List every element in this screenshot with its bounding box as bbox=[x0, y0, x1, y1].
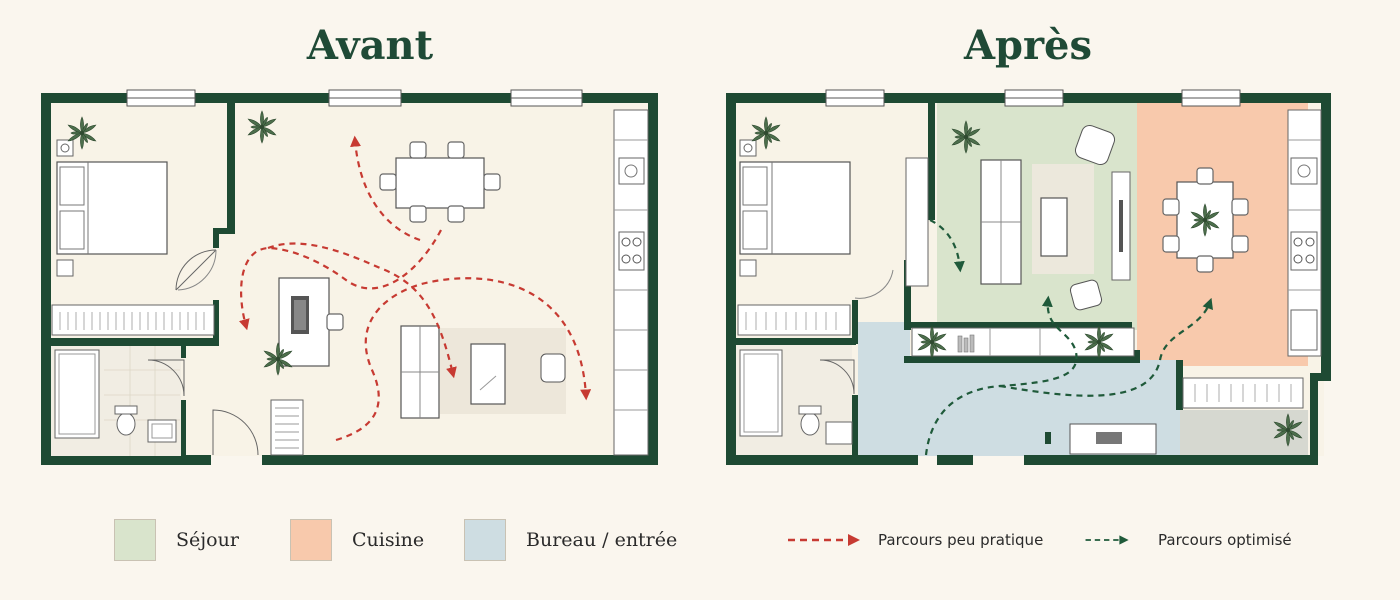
legend-good-route: Parcours optimisé bbox=[1084, 518, 1292, 562]
after-title: Après bbox=[963, 22, 1093, 69]
green-dashed-arrow-icon bbox=[1085, 535, 1129, 545]
floor-plans bbox=[41, 89, 1331, 465]
after-floor-plan bbox=[726, 89, 1331, 465]
before-floor-plan bbox=[41, 89, 658, 465]
legend-label: Parcours optimisé bbox=[1158, 531, 1292, 549]
before-title: Avant bbox=[306, 22, 434, 69]
red-dashed-arrow-icon bbox=[788, 534, 860, 546]
legend-sejour: Séjour bbox=[114, 518, 239, 562]
legend-bureau: Bureau / entrée bbox=[464, 518, 677, 562]
bureau-swatch bbox=[464, 519, 506, 561]
legend-label: Parcours peu pratique bbox=[878, 531, 1044, 549]
legend-label: Bureau / entrée bbox=[526, 529, 678, 551]
cuisine-swatch bbox=[290, 519, 332, 561]
legend-label: Séjour bbox=[176, 529, 239, 551]
legend-bad-route: Parcours peu pratique bbox=[786, 518, 1043, 562]
legend-cuisine: Cuisine bbox=[290, 518, 424, 562]
legend-label: Cuisine bbox=[352, 529, 425, 551]
sejour-swatch bbox=[114, 519, 156, 561]
